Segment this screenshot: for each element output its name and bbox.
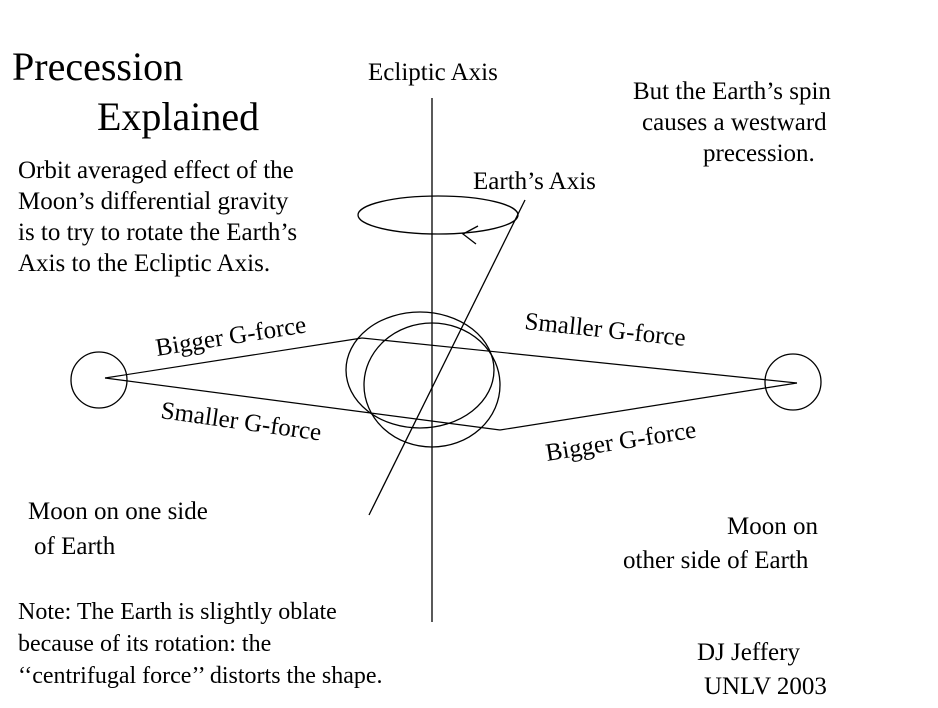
- moon-right-caption-line: other side of Earth: [623, 547, 809, 574]
- earths-axis-line: [368, 199, 526, 516]
- orbit-note-line: Axis to the Ecliptic Axis.: [18, 250, 270, 277]
- orbit-note-line: is to try to rotate the Earth’s: [18, 219, 297, 246]
- spin-note-line: causes a westward: [642, 109, 827, 136]
- spin-note-line: precession.: [703, 140, 815, 167]
- moon-right-caption-line: Moon on: [727, 513, 818, 540]
- earths-axis-label: Earth’s Axis: [473, 168, 596, 195]
- earth-outline-inner: [363, 322, 501, 448]
- spin-note-line: But the Earth’s spin: [633, 78, 831, 105]
- ecliptic-axis-label: Ecliptic Axis: [368, 59, 498, 86]
- moon-left-caption-line: Moon on one side: [28, 498, 208, 525]
- credit: DJ Jeffery UNLV 2003: [697, 639, 827, 700]
- moon-left: [70, 351, 128, 409]
- force-line-left-upper: [104, 337, 363, 379]
- moon-right: [764, 353, 822, 411]
- spin-note: But the Earth’s spin causes a westward p…: [633, 78, 831, 167]
- moon-right-caption: Moon on other side of Earth: [623, 513, 818, 574]
- smaller-g-force-right-label: Smaller G-force: [523, 308, 687, 352]
- force-line-right-lower: [499, 382, 798, 431]
- bigger-g-force-right-label: Bigger G-force: [544, 416, 698, 466]
- moon-left-caption-line: of Earth: [34, 533, 116, 560]
- credit-author: DJ Jeffery: [697, 639, 800, 666]
- oblate-note-line: Note: The Earth is slightly oblate: [18, 599, 337, 625]
- force-line-left-lower: [104, 377, 501, 431]
- force-line-right-upper: [361, 337, 798, 384]
- precession-arrow-icon: [461, 225, 479, 245]
- oblate-note-line: because of its rotation: the: [18, 631, 271, 657]
- earth-outline-outer: [345, 311, 495, 429]
- title-line-1: Precession: [12, 44, 183, 89]
- credit-affiliation: UNLV 2003: [704, 673, 827, 700]
- moon-left-caption: Moon on one side of Earth: [28, 498, 208, 560]
- smaller-g-force-left-label: Smaller G-force: [159, 397, 323, 446]
- oblate-note: Note: The Earth is slightly oblate becau…: [18, 599, 383, 689]
- title-line-2: Explained: [97, 94, 259, 139]
- orbit-note: Orbit averaged effect of the Moon’s diff…: [18, 157, 297, 277]
- bigger-g-force-left-label: Bigger G-force: [154, 311, 308, 361]
- orbit-note-line: Moon’s differential gravity: [18, 188, 289, 215]
- precession-ellipse: [357, 195, 519, 235]
- orbit-note-line: Orbit averaged effect of the: [18, 157, 294, 184]
- oblate-note-line: ‘‘centrifugal force’’ distorts the shape…: [18, 663, 383, 689]
